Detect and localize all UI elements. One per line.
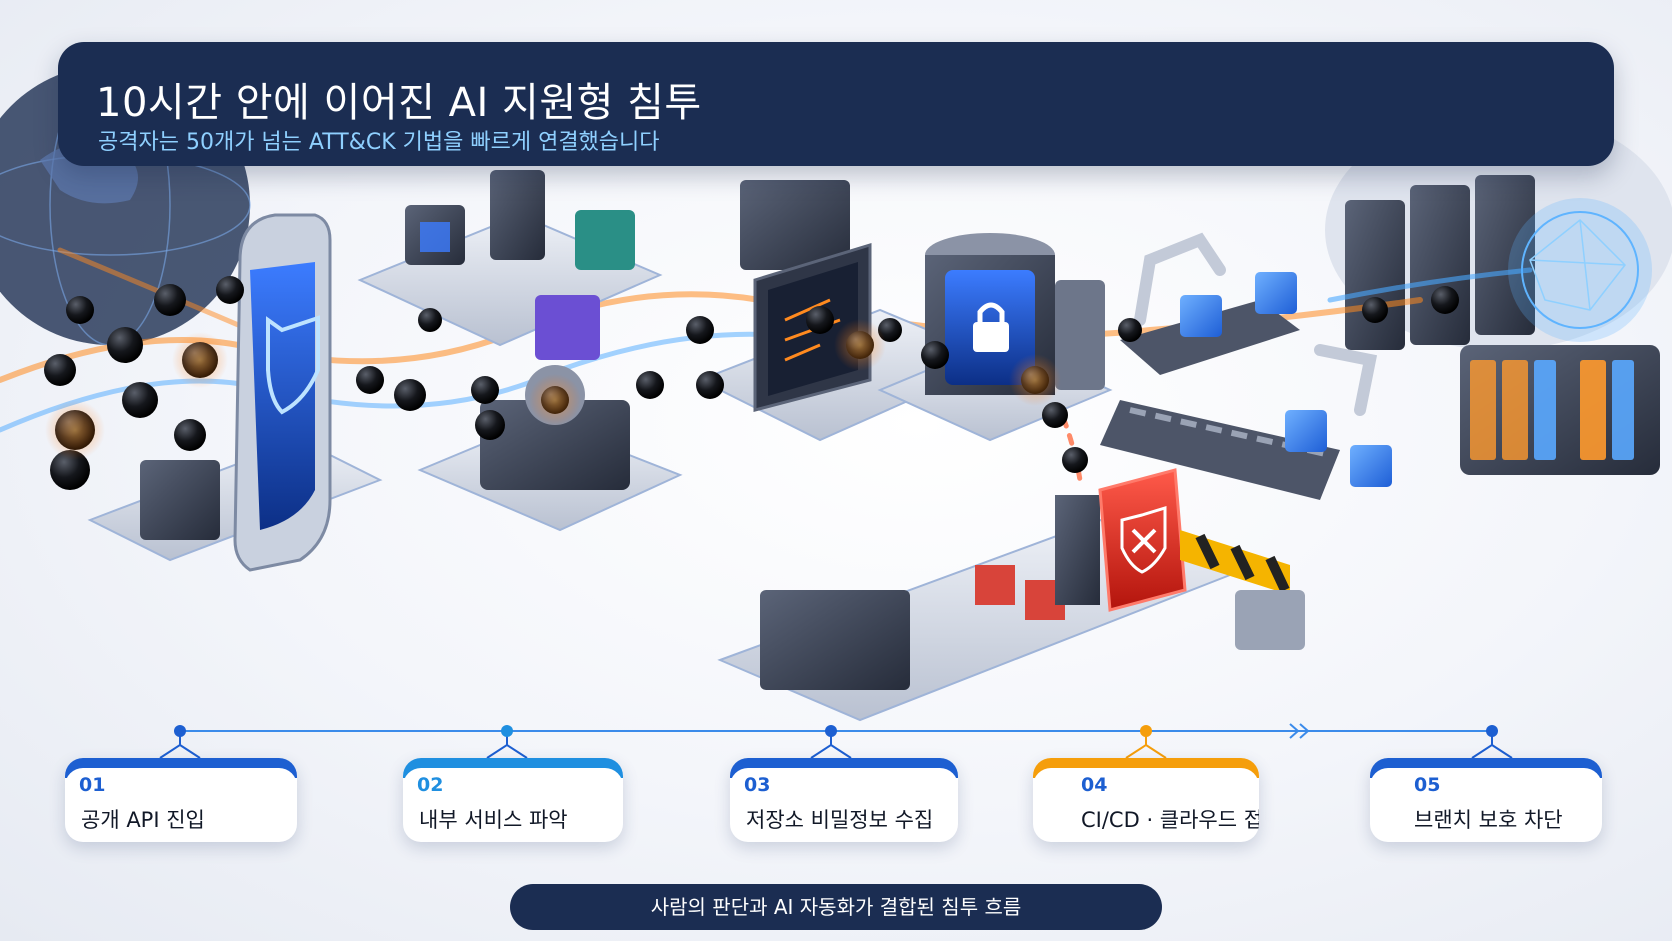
step-card-02: 02 내부 서비스 파악 (403, 758, 623, 842)
orb-glows (45, 319, 1061, 460)
step-card-band (1033, 758, 1259, 792)
lock-icon (973, 302, 1009, 352)
step-card-01: 01 공개 API 진입 (65, 758, 297, 842)
step-label: 내부 서비스 파악 (419, 808, 568, 832)
timeline (159, 725, 1513, 759)
arrow-right-icon (1289, 723, 1310, 739)
page-subtitle: 공격자는 50개가 넘는 ATT&CK 기법을 빠르게 연결했습니다 (98, 130, 660, 155)
shield-icon (266, 315, 320, 415)
blocked-shield-icon (1120, 505, 1167, 574)
public-api-gateway (87, 213, 383, 572)
cloud-server-cluster (1325, 110, 1672, 475)
step-card-band (1370, 758, 1602, 792)
step-number: 04 (1081, 774, 1108, 796)
page-title: 10시간 안에 이어진 AI 지원형 침투 (96, 80, 702, 126)
branch-protection-gate (717, 468, 1233, 722)
ci-cd-conveyor (1100, 272, 1392, 500)
step-label: 저장소 비밀정보 수집 (746, 808, 934, 832)
step-card-05: 05 브랜치 보호 차단 (1370, 758, 1602, 842)
step-card-band (65, 758, 297, 792)
footer-caption: 사람의 판단과 AI 자동화가 결합된 침투 흐름 (510, 884, 1162, 930)
step-number: 03 (744, 774, 771, 796)
step-card-04: 04 CI/CD · 클라우드 접근 (1033, 758, 1259, 842)
step-card-band (403, 758, 623, 792)
step-number: 01 (79, 774, 106, 796)
step-label: 브랜치 보호 차단 (1414, 808, 1563, 832)
cube-icon (420, 222, 450, 252)
step-card-band (730, 758, 958, 792)
step-label: 공개 API 진입 (81, 808, 205, 832)
step-card-03: 03 저장소 비밀정보 수집 (730, 758, 958, 842)
barrier-icon (1180, 530, 1305, 650)
step-label: CI/CD · 클라우드 접근 (1081, 808, 1259, 832)
step-number: 02 (417, 774, 444, 796)
step-number: 05 (1414, 774, 1441, 796)
robot-arm-icon (1134, 232, 1378, 416)
title-banner: 10시간 안에 이어진 AI 지원형 침투 공격자는 50개가 넘는 ATT&C… (58, 42, 1614, 166)
